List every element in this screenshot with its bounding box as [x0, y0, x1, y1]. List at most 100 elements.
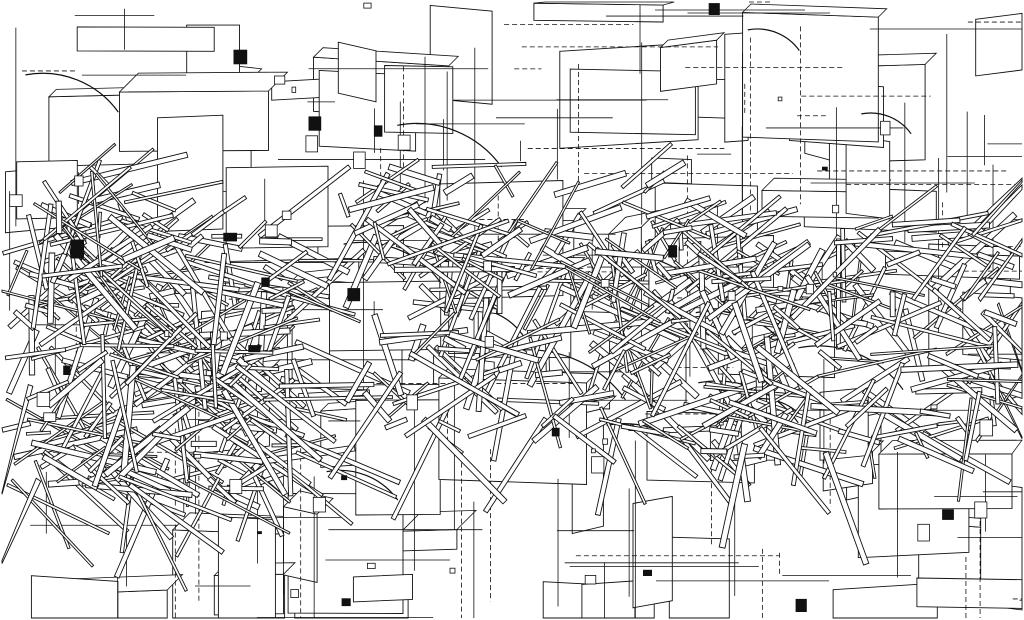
beam	[295, 450, 398, 500]
detail-box	[347, 288, 361, 302]
detail-box	[600, 279, 610, 288]
beam	[344, 360, 373, 404]
beam	[891, 292, 908, 337]
detail-box	[930, 404, 938, 410]
beam	[947, 218, 1023, 247]
beam	[728, 399, 818, 436]
beam	[347, 184, 435, 214]
plane	[632, 495, 673, 609]
detail-box	[942, 509, 954, 520]
detail-box	[449, 567, 456, 574]
beam	[528, 204, 623, 245]
detail-box	[880, 120, 891, 136]
beam	[46, 252, 56, 324]
beam	[645, 195, 712, 220]
detail-box	[755, 386, 763, 391]
arc	[397, 122, 503, 168]
beam	[540, 396, 575, 429]
beam	[946, 377, 1023, 384]
detail-box	[74, 175, 84, 187]
detail-box	[406, 394, 418, 411]
plane	[832, 582, 938, 619]
beam	[140, 277, 212, 350]
beam	[467, 413, 528, 440]
beam	[860, 361, 905, 468]
detail-box	[795, 598, 807, 612]
beam	[184, 253, 299, 284]
beam	[532, 318, 584, 396]
beam	[353, 201, 420, 237]
detail-box	[43, 412, 57, 422]
beam	[853, 325, 879, 345]
beam	[620, 141, 674, 190]
beam	[522, 283, 551, 331]
plane	[916, 577, 1023, 609]
beam	[190, 209, 226, 238]
beam	[433, 170, 522, 255]
beam	[230, 452, 292, 504]
beam	[516, 219, 571, 245]
beam	[980, 309, 1023, 355]
beam	[684, 206, 789, 294]
beam	[287, 289, 362, 324]
detail-box	[274, 75, 286, 85]
detail-box	[341, 598, 351, 607]
beam	[123, 179, 224, 205]
detail-box	[805, 283, 815, 295]
detail-box	[708, 3, 720, 16]
detail-box	[974, 501, 988, 519]
plane	[157, 114, 224, 232]
beam	[696, 251, 743, 285]
arc	[747, 28, 800, 51]
beam	[529, 180, 581, 271]
plane	[217, 516, 276, 619]
beam	[257, 250, 330, 290]
beam	[587, 303, 655, 355]
beam	[601, 349, 627, 392]
beam	[907, 221, 991, 233]
beam	[420, 416, 508, 505]
detail-box	[308, 116, 322, 131]
beam	[38, 182, 134, 245]
beam	[349, 222, 407, 281]
beam	[950, 221, 1023, 258]
beam	[1, 477, 42, 564]
beam	[131, 190, 177, 213]
beam	[654, 261, 673, 282]
beam	[124, 325, 184, 386]
detail-box	[777, 286, 784, 292]
beam	[980, 183, 1023, 232]
beam	[844, 386, 889, 429]
beam	[151, 431, 182, 442]
beam	[662, 225, 693, 236]
detail-box	[822, 166, 828, 171]
beam	[121, 234, 176, 264]
plane	[845, 135, 891, 220]
detail-box	[229, 479, 243, 494]
arc	[25, 72, 119, 113]
beam	[210, 252, 228, 346]
plane	[401, 529, 458, 552]
detail-box	[979, 419, 994, 437]
beam	[604, 237, 678, 290]
beam	[553, 169, 628, 199]
beam	[47, 478, 80, 488]
arc	[861, 112, 912, 135]
beam	[754, 344, 841, 416]
detail-box	[719, 421, 724, 426]
beam	[384, 416, 409, 431]
detail-box	[233, 49, 248, 65]
beam	[257, 164, 352, 239]
beam	[725, 278, 846, 301]
plane	[975, 12, 1023, 77]
beam	[910, 225, 968, 302]
beam	[687, 199, 723, 225]
beam	[190, 440, 217, 447]
plane	[337, 41, 377, 103]
box-top	[118, 71, 289, 93]
beam	[148, 287, 176, 301]
detail-box	[353, 151, 366, 169]
beam	[629, 352, 672, 376]
detail-box	[484, 336, 494, 348]
